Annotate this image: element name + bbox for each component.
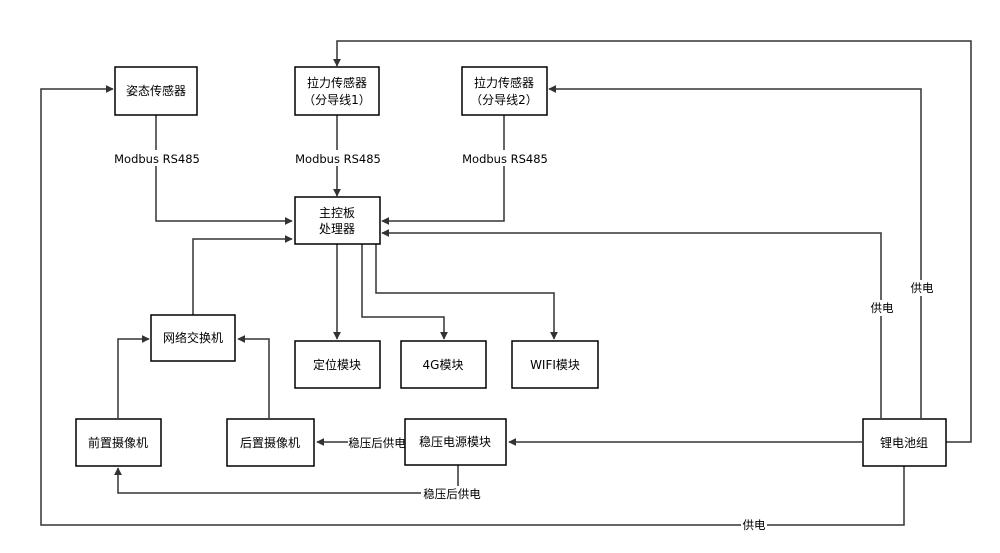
edge-main-to-4g — [361, 244, 448, 340]
edge-rearcam-to-switch — [237, 335, 270, 418]
label-regulated-rear: 稳压后供电 — [348, 436, 406, 450]
node-regulator-module: 稳压电源模块 — [404, 418, 507, 466]
node-tension-sensor-2: 拉力传感器 （分导线2） — [461, 66, 548, 116]
node-regulator-module-label: 稳压电源模块 — [419, 434, 491, 449]
node-positioning-module: 定位模块 — [294, 340, 381, 389]
node-main-board-line2: 处理器 — [319, 222, 355, 236]
label-supply-main: 供电 — [871, 301, 894, 315]
edge-battery-to-main — [381, 229, 882, 418]
node-tension-sensor-2-line1: 拉力传感器 — [474, 75, 534, 90]
node-attitude-sensor-label: 姿态传感器 — [126, 83, 186, 98]
node-rear-camera: 后置摄像机 — [226, 418, 315, 467]
connections — [40, 40, 972, 526]
node-main-board-line1: 主控板 — [319, 206, 355, 220]
node-rear-camera-label: 后置摄像机 — [240, 435, 300, 450]
label-supply-tension2: 供电 — [911, 281, 934, 295]
node-network-switch: 网络交换机 — [150, 314, 236, 362]
node-tension-sensor-1-line2: （分导线1） — [303, 93, 371, 107]
node-network-switch-label: 网络交换机 — [163, 330, 223, 345]
node-wifi-module: WIFI模块 — [511, 340, 599, 389]
node-lithium-battery: 锂电池组 — [862, 418, 947, 467]
edge-battery-to-tension2 — [548, 85, 922, 418]
edge-attitude-to-main — [155, 115, 293, 225]
node-main-board: 主控板 处理器 — [294, 196, 381, 245]
node-4g-module: 4G模块 — [400, 340, 487, 389]
node-attitude-sensor: 姿态传感器 — [114, 66, 198, 116]
label-regulated-front: 稳压后供电 — [423, 487, 481, 501]
node-front-camera: 前置摄像机 — [75, 418, 162, 467]
node-tension-sensor-2-line2: （分导线2） — [470, 93, 538, 107]
edge-main-to-wifi — [375, 244, 558, 340]
edge-switch-to-main — [192, 235, 293, 315]
label-supply-attitude: 供电 — [743, 518, 766, 532]
edge-regulator-to-frontcam — [114, 465, 459, 494]
node-front-camera-label: 前置摄像机 — [88, 435, 148, 450]
nodes: 姿态传感器 拉力传感器 （分导线1） 拉力传感器 （分导线2） 主控板 处理器 … — [75, 66, 947, 467]
label-modbus-tension2: Modbus RS485 — [462, 152, 548, 166]
edge-frontcam-to-switch — [117, 335, 150, 418]
edge-labels: Modbus RS485 Modbus RS485 Modbus RS485 供… — [112, 150, 935, 533]
node-4g-module-label: 4G模块 — [423, 358, 464, 372]
node-tension-sensor-1-line1: 拉力传感器 — [307, 75, 367, 90]
edge-battery-to-tension1 — [333, 40, 972, 443]
node-lithium-battery-label: 锂电池组 — [880, 435, 928, 450]
label-modbus-tension1: Modbus RS485 — [295, 152, 381, 166]
node-wifi-module-label: WIFI模块 — [530, 358, 580, 372]
node-positioning-module-label: 定位模块 — [313, 357, 361, 372]
node-tension-sensor-1: 拉力传感器 （分导线1） — [294, 66, 380, 116]
edge-tension2-to-main — [381, 115, 505, 225]
label-modbus-attitude: Modbus RS485 — [114, 152, 200, 166]
edge-battery-to-attitude — [40, 85, 905, 526]
